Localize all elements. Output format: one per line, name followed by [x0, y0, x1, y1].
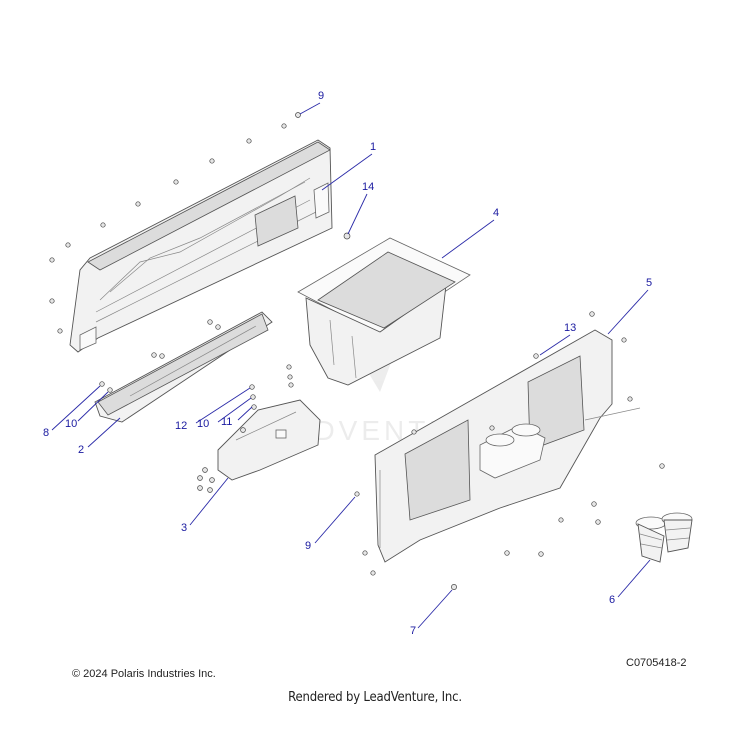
- rendered-by-text: Rendered by LeadVenture, Inc.: [288, 690, 462, 705]
- part-1-back-panel[interactable]: [69, 139, 333, 353]
- callout-1[interactable]: 1: [370, 141, 376, 153]
- callout-9-top[interactable]: 9: [318, 90, 324, 102]
- copyright-text: © 2024 Polaris Industries Inc.: [72, 668, 216, 680]
- callout-9-bottom[interactable]: 9: [305, 540, 311, 552]
- callout-labels: 9 1 14 4 5 13 8 10 12 10 11 2 3 9 6 7: [43, 90, 652, 637]
- part-2-bracket-rail[interactable]: [94, 311, 273, 423]
- callout-11[interactable]: 11: [221, 416, 232, 428]
- callout-10-left[interactable]: 10: [65, 418, 77, 430]
- part-6-cup-holder[interactable]: [635, 512, 693, 563]
- part-7-fastener: [451, 584, 457, 590]
- part-4-storage-box[interactable]: [297, 237, 471, 386]
- callout-8[interactable]: 8: [43, 427, 49, 439]
- part-5-fasteners: [354, 311, 665, 576]
- diagram-code: C0705418-2: [626, 657, 687, 669]
- callout-14[interactable]: 14: [362, 181, 374, 193]
- part-14-clip: [343, 232, 351, 240]
- part-5-side-panel[interactable]: [374, 329, 641, 563]
- part-8-10-fasteners: [99, 319, 294, 410]
- callout-5[interactable]: 5: [646, 277, 652, 289]
- callout-3[interactable]: 3: [181, 522, 187, 534]
- part-3-cover[interactable]: [197, 399, 321, 493]
- callout-7[interactable]: 7: [410, 625, 416, 637]
- callout-13[interactable]: 13: [564, 322, 576, 334]
- leader-lines: [51, 102, 651, 629]
- callout-6[interactable]: 6: [609, 594, 615, 606]
- callout-4[interactable]: 4: [493, 207, 499, 219]
- part-9-fasteners-top: [49, 112, 301, 334]
- callout-12[interactable]: 12: [175, 420, 187, 432]
- callout-10-mid[interactable]: 10: [197, 418, 209, 430]
- callout-2[interactable]: 2: [78, 444, 84, 456]
